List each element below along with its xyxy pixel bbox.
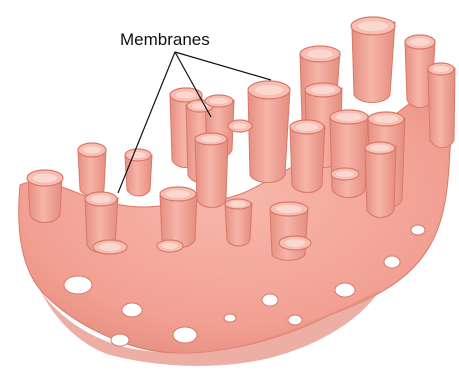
leader-line-right	[175, 52, 271, 80]
membranes-label: Membranes	[120, 30, 210, 50]
